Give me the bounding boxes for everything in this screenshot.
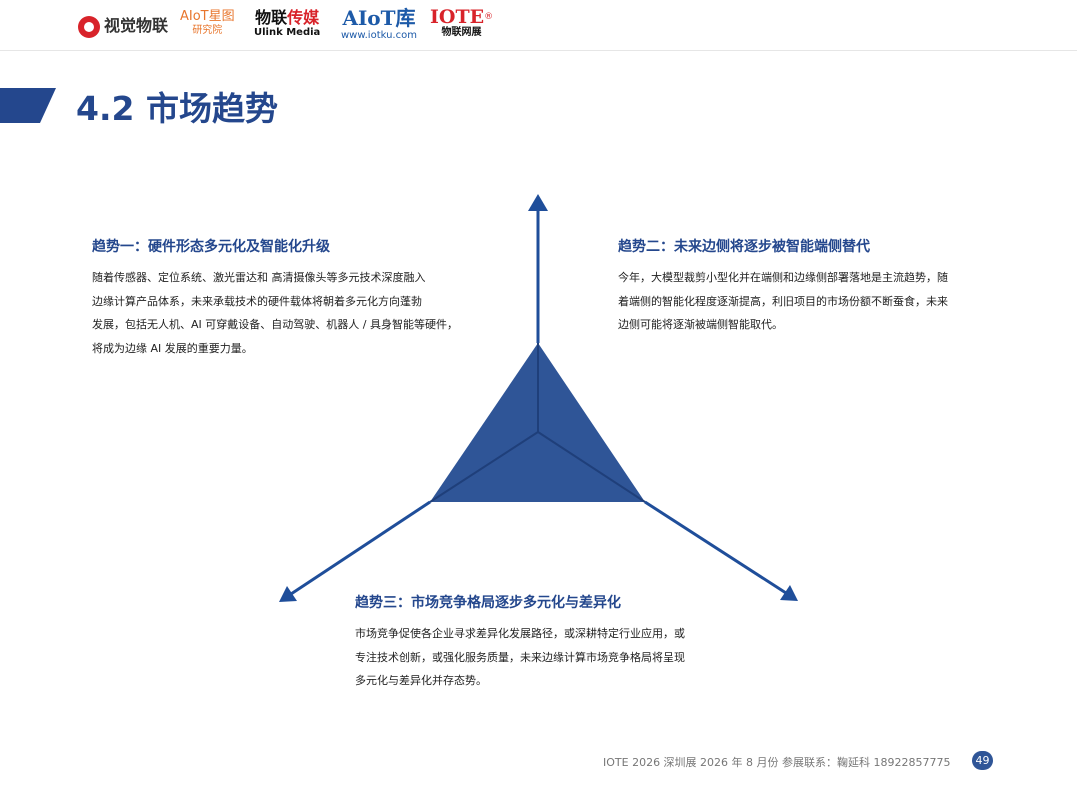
inner-spoke-left xyxy=(429,431,539,503)
trend-2-line: 边侧可能将逐渐被端侧智能取代。 xyxy=(618,318,783,331)
title-accent-bar xyxy=(0,88,56,123)
arrowhead-up xyxy=(528,194,548,211)
trend-2-line: 着端侧的智能化程度逐渐提高，利旧项目的市场份额不断蚕食，未来 xyxy=(618,294,948,308)
trend-2-line: 今年，大模型裁剪小型化并在端侧和边缘侧部署落地是主流趋势，随 xyxy=(618,271,948,284)
camera-eye-icon xyxy=(78,15,100,38)
trend-3-line: 市场竞争促使各企业寻求差异化发展路径，或深耕特定行业应用，或 xyxy=(355,627,685,640)
trend-1-body: 随着传感器、定位系统、激光雷达和 高清摄像头等多元技术深度融入 边缘计算产品体系… xyxy=(92,266,472,360)
page-number-badge: 49 xyxy=(972,751,993,770)
footer-contact: IOTE 2026 深圳展 2026 年 8 月份 参展联系：鞠延科 18922… xyxy=(603,756,951,769)
trend-1-line: 边缘计算产品体系，未来承载技术的硬件载体将朝着多元化方向蓬勃 xyxy=(92,294,422,308)
trend-3-line: 多元化与差异化并存态势。 xyxy=(355,674,487,687)
trend-1-line: 将成为边缘 AI 发展的重要力量。 xyxy=(92,341,253,355)
aiotku-logo: AIoT库 www.iotku.com xyxy=(341,6,417,41)
header-divider xyxy=(0,50,1077,51)
iote-logo: IOTE® 物联网展 xyxy=(430,6,494,39)
trend-3-line: 专注技术创新，或强化服务质量，未来边缘计算市场竞争格局将呈现 xyxy=(355,650,685,664)
trend-1-line: 发展，包括无人机、AI 可穿戴设备、自动驾驶、机器人 / 具身智能等硬件， xyxy=(92,318,458,331)
page-title: 4.2 市场趋势 xyxy=(76,89,278,128)
axis-right xyxy=(644,500,787,595)
arrowhead-right xyxy=(780,585,798,601)
axis-left xyxy=(290,500,431,596)
trend-3-body: 市场竞争促使各企业寻求差异化发展路径，或深耕特定行业应用，或 专注技术创新，或强… xyxy=(355,622,735,693)
trend-1-line: 随着传感器、定位系统、激光雷达和 高清摄像头等多元技术深度融入 xyxy=(92,271,426,284)
shijue-wulian-logo: 视觉物联 xyxy=(78,12,168,38)
header-logos: 视觉物联 AIoT星图 研究院 物联传媒 Ulink Media AIoT库 w… xyxy=(78,8,518,46)
trend-2-heading: 趋势二：未来边侧将逐步被智能端侧替代 xyxy=(618,239,870,255)
arrowhead-left xyxy=(279,586,297,602)
trend-3-heading: 趋势三：市场竞争格局逐步多元化与差异化 xyxy=(355,595,621,611)
trend-2-body: 今年，大模型裁剪小型化并在端侧和边缘侧部署落地是主流趋势，随 着端侧的智能化程度… xyxy=(618,266,998,337)
ulink-media-logo: 物联传媒 Ulink Media xyxy=(254,8,321,39)
trend-1-heading: 趋势一：硬件形态多元化及智能化升级 xyxy=(92,239,330,255)
inner-spoke-right xyxy=(537,431,646,503)
aiot-xingtu-logo: AIoT星图 研究院 xyxy=(180,9,235,37)
